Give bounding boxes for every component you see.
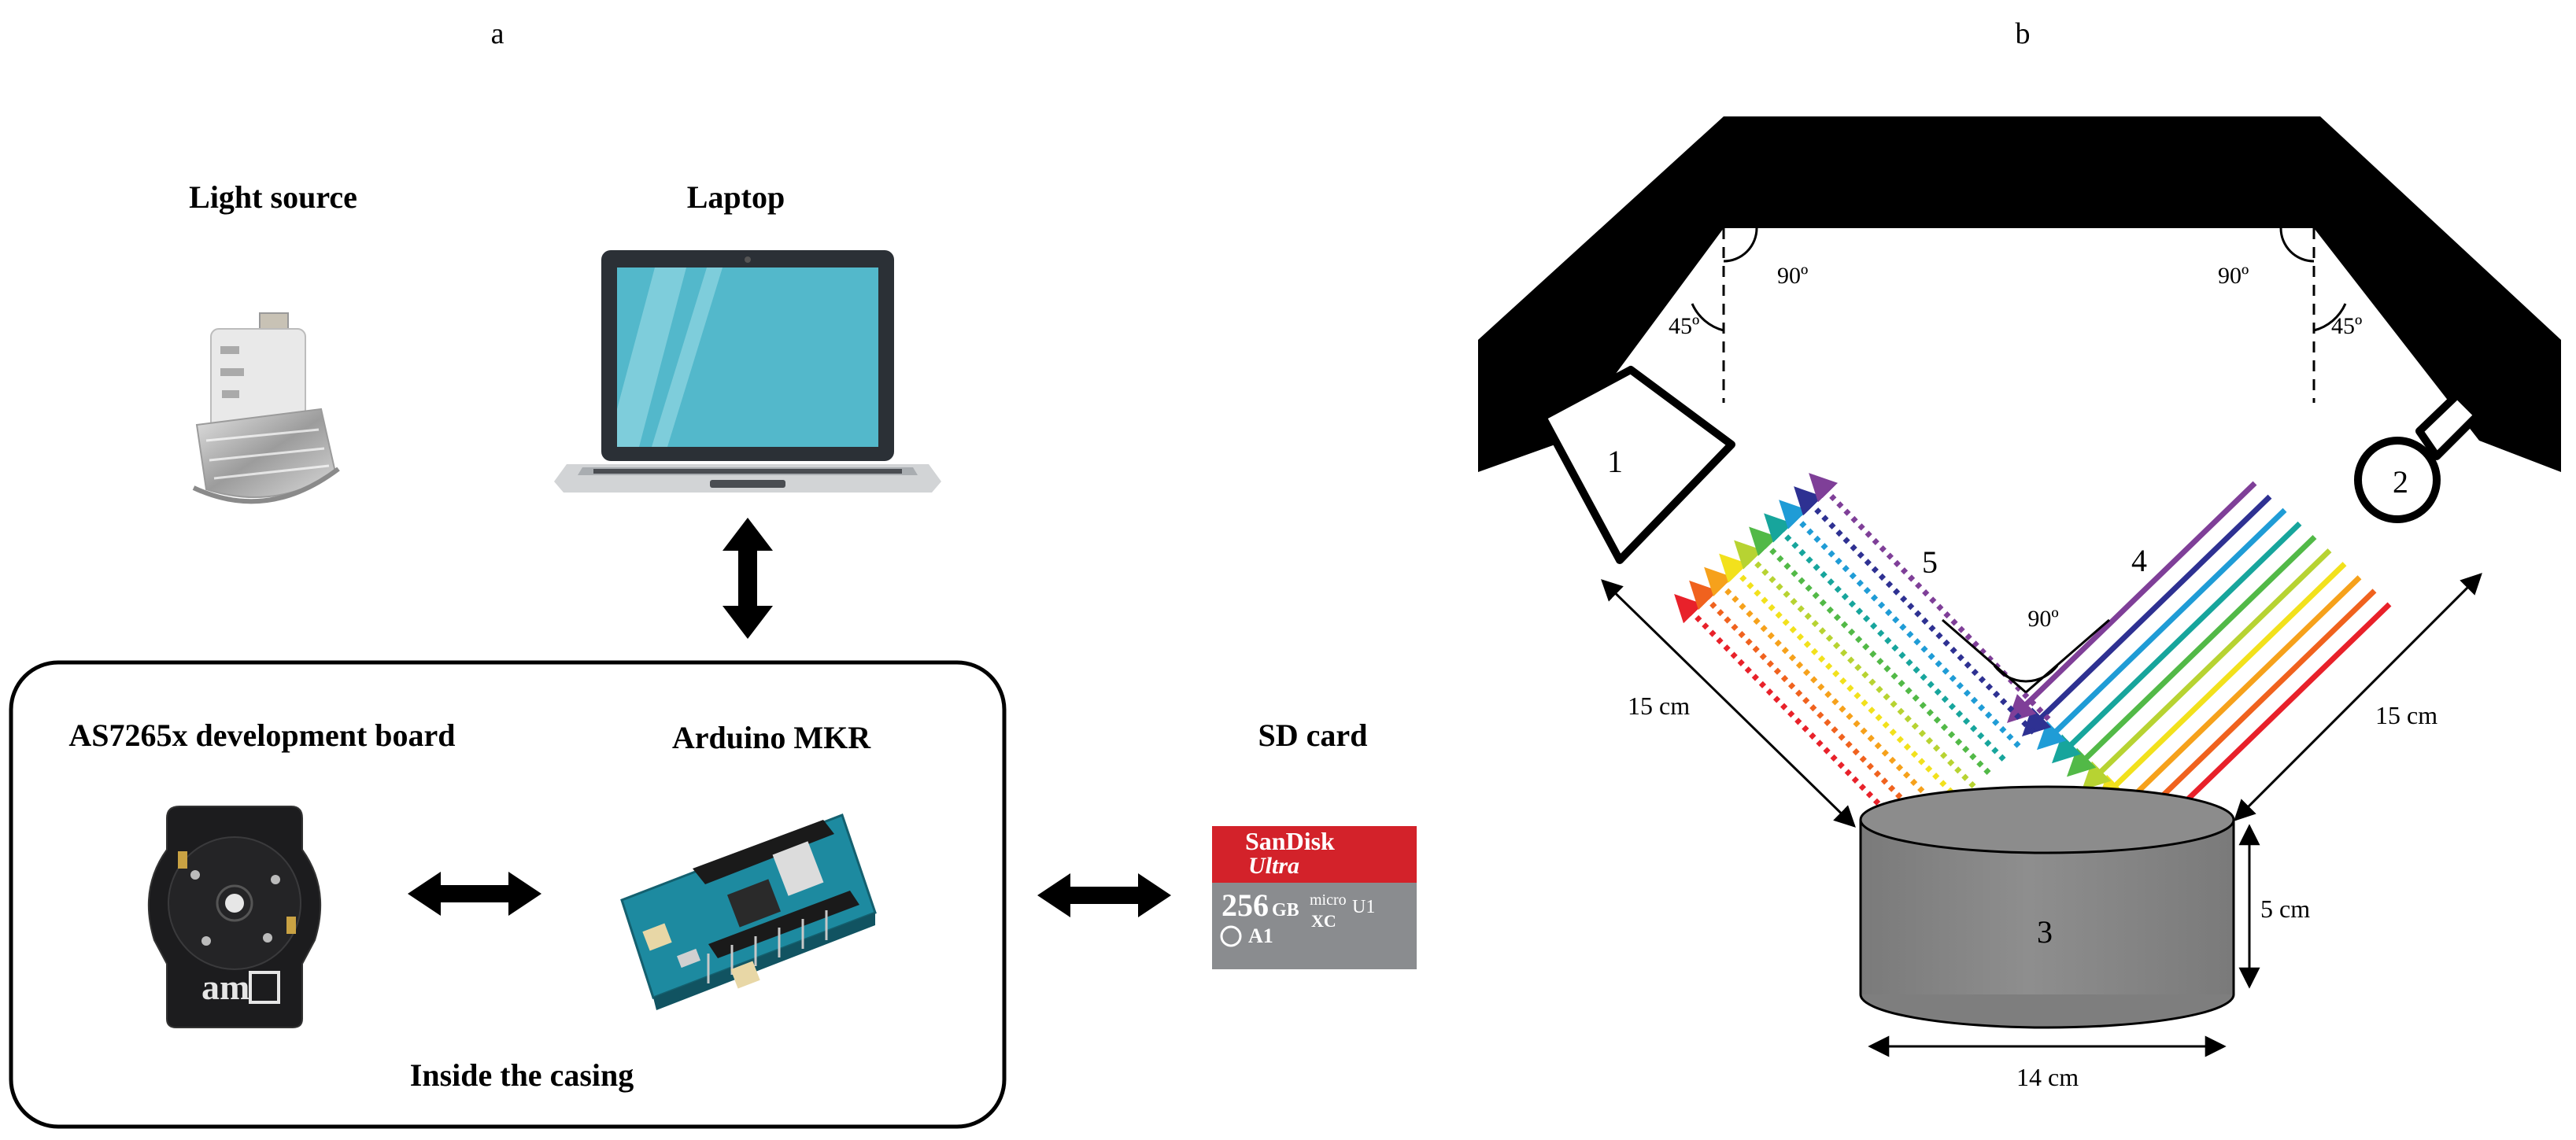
dim-left-15cm: [1601, 579, 1856, 828]
angle-45-left: 45º: [1669, 313, 1699, 339]
incident-ray: [2036, 507, 2287, 751]
casing-label: Inside the casing: [410, 1057, 634, 1093]
board-label: AS7265x development board: [68, 718, 455, 753]
sd-unit: GB: [1272, 900, 1299, 920]
angle-90-left: 90º: [1777, 263, 1808, 289]
sd-card-icon: SanDisk Ultra 256 GB micro XC U1 A1: [1212, 826, 1417, 969]
sd-brand: SanDisk: [1245, 827, 1335, 855]
reflection-angle-mark: [1942, 618, 2110, 694]
laptop-link-arrow: [723, 518, 773, 639]
halogen-bulb-icon: [192, 312, 340, 504]
label-3: 3: [2037, 914, 2053, 950]
arduino-mkr-icon: [620, 813, 877, 1010]
sd-a1: A1: [1248, 924, 1273, 947]
label-1: 1: [1607, 444, 1623, 479]
label-2: 2: [2393, 464, 2408, 500]
incident-ray: [2021, 494, 2272, 737]
angle-90-center: 90º: [2027, 606, 2058, 632]
dist-left-label: 15 cm: [1628, 692, 1690, 720]
reflected-light-rays: [1674, 473, 2051, 843]
incident-ray: [2051, 521, 2302, 764]
angle-45-right: 45º: [2331, 313, 2362, 339]
board-logo: am: [201, 967, 249, 1007]
casing-box: [9, 660, 1007, 1129]
dist-right-label: 15 cm: [2375, 701, 2437, 729]
dim-right-15cm: [2234, 573, 2482, 821]
angle-arc-right-45: [2313, 303, 2347, 332]
sample-cylinder: 3: [1859, 785, 2235, 1029]
sd-capacity: 256: [1221, 887, 1269, 923]
light-source-label: Light source: [189, 179, 357, 215]
laptop-label: Laptop: [687, 179, 785, 215]
height-label: 5 cm: [2260, 895, 2310, 923]
sd-uhs: U1: [1352, 897, 1375, 917]
board-arduino-arrow: [408, 872, 541, 916]
angle-arc-right-90: [2279, 227, 2315, 263]
panel-a-letter: a: [491, 17, 504, 50]
sd-xc: XC: [1311, 911, 1336, 931]
lamp-bulb-icon: 2: [2354, 363, 2518, 523]
housing-frame: [1478, 116, 2561, 472]
sd-card-label: SD card: [1258, 718, 1368, 753]
arduino-sd-arrow: [1037, 873, 1171, 917]
width-label: 14 cm: [2016, 1063, 2079, 1091]
sd-line: Ultra: [1248, 853, 1299, 879]
panel-b-letter: b: [2016, 17, 2031, 50]
sensor-icon: 1: [1539, 366, 1735, 564]
laptop-icon: [554, 250, 941, 493]
as7265x-board-icon: am: [147, 806, 322, 1028]
label-4: 4: [2131, 543, 2147, 578]
angle-90-right: 90º: [2218, 263, 2249, 289]
label-5: 5: [1922, 544, 1938, 580]
sd-micro: micro: [1310, 891, 1347, 909]
incident-ray: [2006, 481, 2257, 723]
angle-arc-left-45: [1691, 303, 1724, 332]
arduino-label: Arduino MKR: [672, 720, 871, 755]
angle-arc-left-90: [1723, 227, 1758, 263]
